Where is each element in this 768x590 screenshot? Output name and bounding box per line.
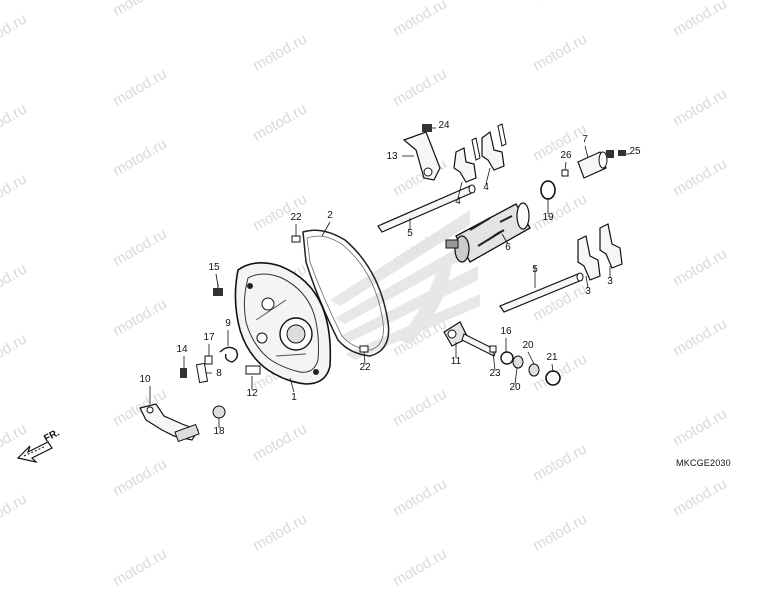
callout-layer: 1233445567891011121314151617181920202122… bbox=[139, 120, 641, 437]
seal-21 bbox=[545, 370, 561, 386]
crankcase-cover bbox=[234, 262, 332, 385]
fork-shaft-upper bbox=[377, 184, 476, 233]
fork-shaft-lower bbox=[499, 272, 584, 313]
callout-6: 6 bbox=[505, 242, 511, 253]
shift-fork-3a bbox=[577, 235, 601, 281]
callout-25: 25 bbox=[629, 146, 641, 157]
leader-lines bbox=[149, 127, 630, 428]
callout-3: 3 bbox=[585, 286, 591, 297]
exploded-view: FR. 123344556789101112131415161718192020… bbox=[16, 120, 641, 464]
dowel-pin bbox=[291, 235, 301, 243]
callout-22: 22 bbox=[290, 212, 302, 223]
callout-9: 9 bbox=[225, 318, 231, 329]
collar-17 bbox=[204, 355, 213, 365]
callout-3: 3 bbox=[607, 276, 613, 287]
bolt-25 bbox=[618, 150, 626, 156]
callout-8: 8 bbox=[216, 368, 222, 379]
callout-24: 24 bbox=[438, 120, 450, 131]
spring-9 bbox=[219, 346, 239, 363]
shift-spindle bbox=[443, 321, 497, 357]
seal-18 bbox=[212, 405, 226, 419]
collar-20a bbox=[512, 355, 524, 369]
callout-11: 11 bbox=[451, 356, 462, 367]
callout-15: 15 bbox=[208, 262, 220, 273]
callout-13: 13 bbox=[386, 151, 398, 162]
gasket bbox=[302, 229, 390, 357]
callout-14: 14 bbox=[176, 344, 188, 355]
collar-20b bbox=[528, 363, 540, 377]
bolt-14 bbox=[180, 368, 187, 378]
callout-5: 5 bbox=[407, 228, 413, 239]
callout-19: 19 bbox=[542, 212, 554, 223]
washer-23 bbox=[489, 345, 497, 353]
wing-watermark bbox=[330, 210, 480, 360]
callout-26: 26 bbox=[560, 150, 572, 161]
callout-1: 1 bbox=[291, 392, 297, 403]
diagram-code: MKCGE2030 bbox=[676, 458, 731, 468]
front-direction-arrow: FR. bbox=[16, 427, 62, 464]
callout-20: 20 bbox=[509, 382, 521, 393]
direction-label: FR. bbox=[42, 427, 62, 444]
bearing-19 bbox=[540, 180, 556, 200]
callout-5: 5 bbox=[532, 264, 538, 275]
washer-16 bbox=[500, 351, 514, 365]
callout-10: 10 bbox=[139, 374, 151, 385]
callout-20: 20 bbox=[522, 340, 534, 351]
callout-16: 16 bbox=[500, 326, 512, 337]
pin-12 bbox=[245, 365, 261, 375]
gearshift-arm bbox=[139, 403, 200, 443]
shift-fork-4a bbox=[453, 137, 481, 183]
callout-22: 22 bbox=[359, 362, 371, 373]
callout-21: 21 bbox=[546, 352, 558, 363]
o-ring-26 bbox=[561, 169, 569, 177]
callout-4: 4 bbox=[483, 182, 489, 193]
bolt-8 bbox=[195, 362, 209, 384]
gear-position-sensor bbox=[577, 150, 614, 179]
bolt-24 bbox=[422, 124, 432, 132]
shift-drum bbox=[445, 202, 531, 263]
callout-4: 4 bbox=[455, 196, 461, 207]
callout-7: 7 bbox=[582, 134, 588, 145]
callout-18: 18 bbox=[213, 426, 225, 437]
callout-17: 17 bbox=[203, 332, 215, 343]
callout-2: 2 bbox=[327, 210, 333, 221]
callout-23: 23 bbox=[489, 368, 501, 379]
shift-fork-4b bbox=[481, 123, 507, 171]
shift-fork-3b bbox=[599, 223, 623, 269]
dowel-pin bbox=[359, 345, 369, 353]
callout-12: 12 bbox=[246, 388, 258, 399]
